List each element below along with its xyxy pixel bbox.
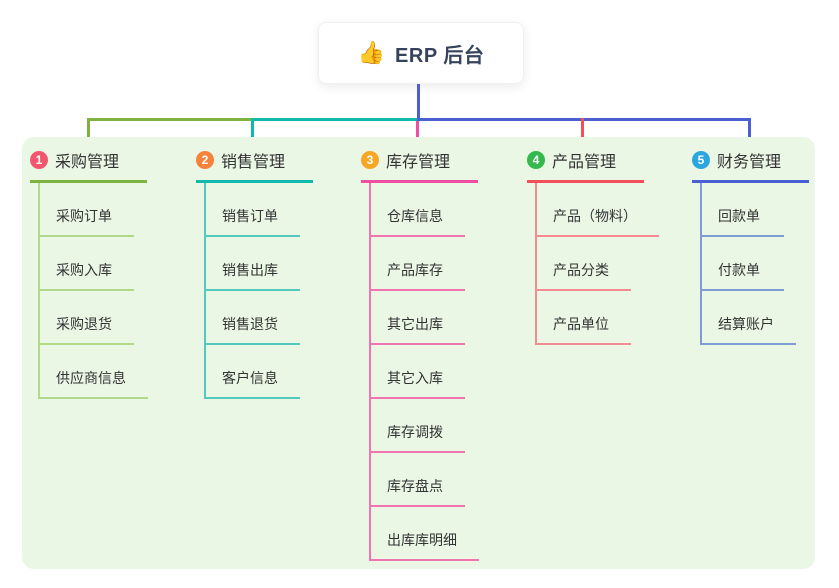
branch-number-badge: 3 — [361, 151, 379, 169]
branch-items: 回款单 付款单 结算账户 — [700, 183, 809, 345]
branch-label: 库存管理 — [386, 154, 451, 171]
branch-node-sales[interactable]: 2 销售管理 — [196, 148, 313, 183]
branch-node-purchase[interactable]: 1 采购管理 — [30, 148, 147, 183]
branch-item[interactable]: 销售订单 — [206, 183, 300, 237]
branch-item[interactable]: 采购订单 — [40, 183, 134, 237]
connector-drop-sales — [251, 118, 254, 151]
branch-label: 财务管理 — [717, 154, 782, 171]
branch-item[interactable]: 产品库存 — [371, 237, 465, 291]
branch-number-badge: 4 — [527, 151, 545, 169]
branch-node-product[interactable]: 4 产品管理 — [527, 148, 644, 183]
connector-root-stem — [417, 84, 420, 121]
branch-sales: 2 销售管理 销售订单 销售出库 销售退货 客户信息 — [196, 148, 313, 399]
branch-items: 产品（物料） 产品分类 产品单位 — [535, 183, 659, 345]
branch-item[interactable]: 产品（物料） — [537, 183, 659, 237]
branch-items: 销售订单 销售出库 销售退货 客户信息 — [204, 183, 313, 399]
branch-item[interactable]: 出库库明细 — [371, 507, 479, 561]
branch-inventory: 3 库存管理 仓库信息 产品库存 其它出库 其它入库 库存调拨 库存盘点 出库库… — [361, 148, 479, 561]
connector-drop-finance — [748, 118, 751, 151]
branch-item[interactable]: 销售出库 — [206, 237, 300, 291]
thumbs-up-icon: 👍 — [357, 40, 386, 65]
branch-item[interactable]: 产品单位 — [537, 291, 631, 345]
branch-item[interactable]: 客户信息 — [206, 345, 300, 399]
branch-node-inventory[interactable]: 3 库存管理 — [361, 148, 478, 183]
branch-items: 采购订单 采购入库 采购退货 供应商信息 — [38, 183, 148, 399]
branch-number-badge: 1 — [30, 151, 48, 169]
connector-drop-purchase — [87, 118, 90, 151]
connector-horizontal-teal — [252, 118, 417, 121]
branch-item[interactable]: 结算账户 — [702, 291, 796, 345]
branch-finance: 5 财务管理 回款单 付款单 结算账户 — [692, 148, 809, 345]
branch-item[interactable]: 付款单 — [702, 237, 784, 291]
branch-item[interactable]: 其它入库 — [371, 345, 465, 399]
branch-item[interactable]: 产品分类 — [537, 237, 631, 291]
branch-product: 4 产品管理 产品（物料） 产品分类 产品单位 — [527, 148, 659, 345]
branch-item[interactable]: 库存盘点 — [371, 453, 465, 507]
branch-item[interactable]: 回款单 — [702, 183, 784, 237]
branch-item[interactable]: 仓库信息 — [371, 183, 465, 237]
branch-item[interactable]: 采购退货 — [40, 291, 134, 345]
root-node[interactable]: 👍 ERP 后台 — [318, 22, 524, 84]
branch-item[interactable]: 供应商信息 — [40, 345, 148, 399]
branches-panel — [22, 137, 815, 569]
connector-drop-product — [581, 118, 584, 151]
branch-items: 仓库信息 产品库存 其它出库 其它入库 库存调拨 库存盘点 出库库明细 — [369, 183, 479, 561]
branch-item[interactable]: 其它出库 — [371, 291, 465, 345]
connector-drop-inventory — [416, 121, 419, 151]
branch-node-finance[interactable]: 5 财务管理 — [692, 148, 809, 183]
root-title: ERP 后台 — [395, 44, 485, 67]
connector-horizontal-left-green — [87, 118, 252, 121]
branch-label: 产品管理 — [552, 154, 617, 171]
branch-item[interactable]: 销售退货 — [206, 291, 300, 345]
branch-label: 采购管理 — [55, 154, 120, 171]
branch-label: 销售管理 — [221, 154, 286, 171]
branch-item[interactable]: 库存调拨 — [371, 399, 465, 453]
branch-item[interactable]: 采购入库 — [40, 237, 134, 291]
branch-number-badge: 5 — [692, 151, 710, 169]
branch-purchase: 1 采购管理 采购订单 采购入库 采购退货 供应商信息 — [30, 148, 148, 399]
branch-number-badge: 2 — [196, 151, 214, 169]
connector-horizontal-right-blue — [417, 118, 751, 121]
